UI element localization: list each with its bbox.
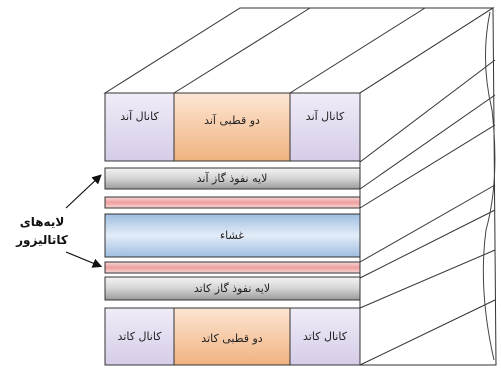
catalyst-callout: لایه‌های کاتالیزور [15,174,103,268]
anode-gdl-label: لایه نفوذ گاز آند [197,171,268,185]
cathode-gdl-label: لایه نفوذ گاز کاتد [194,282,270,295]
anode-channel-right-label: کانال آند [306,109,345,123]
anode-gas-diffusion-layer: لایه نفوذ گاز آند [104,167,361,190]
anode-channel-right: کانال آند [289,92,361,162]
anode-bipolar-label: دو قطبی آند [204,113,260,127]
catalyst-arrow-down [65,251,103,268]
cathode-gas-diffusion-layer: لایه نفوذ گاز کاتد [104,276,361,301]
cathode-bipolar-plate: دو قطبی کاتد [173,307,291,366]
cathode-bipolar-label: دو قطبی کاتد [201,332,262,345]
anode-bipolar-plate: دو قطبی آند [173,92,291,162]
cathode-channel-left: کانال کاتد [104,307,175,366]
anode-channel-left-label: کانال آند [120,109,159,123]
membrane-label: غشاء [220,229,244,242]
catalyst-arrow-up [65,174,102,209]
cathode-channel-right-label: کانال کاتد [303,330,348,343]
cathode-catalyst-layer [104,261,361,274]
anode-channel-left: کانال آند [104,92,175,162]
cathode-channel-left-label: کانال کاتد [118,330,163,343]
anode-catalyst-layer [104,196,361,209]
catalyst-label-line1: لایه‌های [20,215,65,229]
block-right-face [359,7,497,366]
cathode-channel-right: کانال کاتد [289,307,361,366]
catalyst-label-line2: کاتالیزور [15,233,68,248]
membrane-layer: غشاء [104,213,361,258]
